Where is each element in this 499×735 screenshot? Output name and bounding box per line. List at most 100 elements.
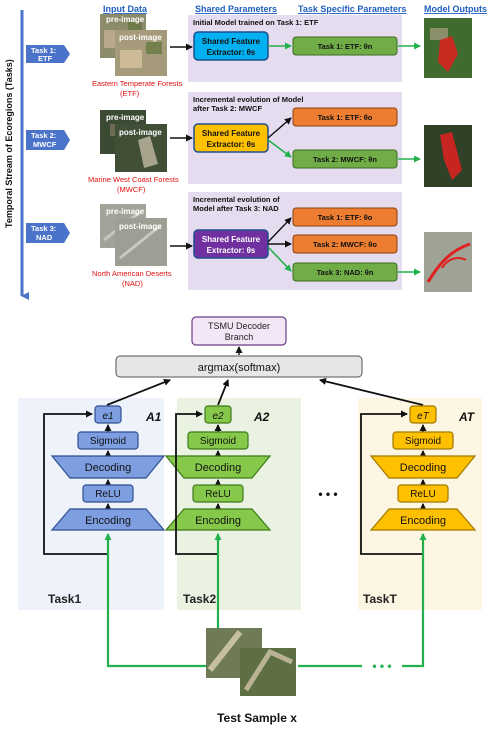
region-abbrev: (ETF) — [120, 89, 140, 98]
task-head — [292, 36, 398, 56]
row-task-1: Task 1: ETF pre-image post-image Eastern… — [26, 14, 472, 98]
skip-connection — [175, 410, 218, 555]
timeline-label: Temporal Stream of Ecoregions (Tasks) — [4, 59, 14, 228]
task-head-3 — [292, 262, 398, 282]
a-label: A1 — [145, 410, 162, 424]
extractor-line2: Extractor: θs — [207, 140, 256, 149]
task-head-label: Task 3: NAD: θn — [317, 268, 374, 277]
row-task-3: Task 3: NAD pre-image post-image North A… — [26, 192, 472, 292]
post-image: post-image — [115, 218, 167, 266]
decoder-line2: Branch — [225, 332, 254, 342]
post-image-label: post-image — [119, 222, 162, 231]
input-line-1 — [104, 533, 210, 668]
task-head-label: Task 1: ETF: θo — [318, 213, 373, 222]
e1-to-argmax — [106, 378, 171, 406]
model-output-image — [424, 18, 472, 78]
e-box — [204, 405, 232, 424]
head-connector-1 — [267, 217, 292, 243]
extractor-line1: Shared Feature — [202, 129, 261, 138]
panel-title-2: after Task 2: MWCF — [193, 104, 262, 113]
task-tag-line1: Task 3: — [31, 224, 56, 233]
e-label: eT — [417, 411, 430, 422]
pre-image-label: pre-image — [106, 15, 145, 24]
extractor-line1: Shared Feature — [202, 37, 261, 46]
relu-label: ReLU — [205, 489, 231, 500]
column-bg-t — [358, 398, 482, 610]
decoder-line1: TSMU Decoder — [208, 321, 270, 331]
header-model-outputs: Model Outputs — [424, 4, 487, 14]
test-sample-images — [206, 628, 296, 696]
column-bg-2 — [177, 398, 301, 610]
header-input-data: Input Data — [103, 4, 148, 14]
post-image: post-image — [115, 30, 167, 76]
decoding-label: Decoding — [195, 462, 241, 474]
task-head-1 — [292, 207, 398, 227]
task-tag-line2: NAD — [36, 233, 53, 242]
e-box — [409, 405, 437, 424]
task-head-2 — [292, 234, 398, 254]
a-label: A2 — [253, 410, 270, 424]
task-tag — [26, 223, 70, 243]
post-image-label: post-image — [119, 128, 162, 137]
decoding-label: Decoding — [85, 462, 131, 474]
region-label: Marine West Coast Forests — [88, 175, 179, 184]
sigmoid-box — [77, 431, 139, 450]
header-task-specific: Task Specific Parameters — [298, 4, 406, 14]
autoencoder-t: eT AT Sigmoid Decoding ReLU Encoding Tas… — [360, 405, 477, 606]
column-bg-1 — [18, 398, 164, 610]
task-label: Task2 — [183, 592, 216, 606]
task-head-label: Task 2: MWCF: θn — [313, 155, 377, 164]
decoding-label: Decoding — [400, 462, 446, 474]
region-abbrev: (MWCF) — [117, 185, 146, 194]
autoencoder-2: e2 A2 Sigmoid Decoding ReLU Encoding Tas… — [164, 405, 272, 606]
relu-box — [192, 484, 244, 503]
e-label: e1 — [102, 411, 113, 422]
panel-title-2: Model after Task 3: NAD — [193, 204, 279, 213]
head-connector-old — [267, 117, 292, 139]
relu-label: ReLU — [410, 489, 436, 500]
region-abbrev: (NAD) — [122, 279, 143, 288]
skip-connection — [360, 410, 423, 555]
relu-label: ReLU — [95, 489, 121, 500]
extractor-line2: Extractor: θs — [207, 246, 256, 255]
region-label: Eastern Temperate Forests — [92, 79, 183, 88]
decoding-shape — [50, 455, 166, 479]
row-task-2: Task 2: MWCF pre-image post-image Marine… — [26, 92, 472, 194]
task-tag-line2: ETF — [38, 54, 53, 63]
encoding-label: Encoding — [85, 515, 131, 527]
task-tag-line2: MWCF — [33, 140, 57, 149]
pre-image-label: pre-image — [106, 207, 145, 216]
panel-title-1: Incremental evolution of — [193, 195, 280, 204]
decoding-shape — [369, 455, 477, 479]
task-label: TaskT — [363, 592, 397, 606]
panel-title-1: Incremental evolution of Model — [193, 95, 303, 104]
relu-box — [82, 484, 134, 503]
argmax-box — [115, 355, 363, 378]
input-line-t — [402, 533, 427, 668]
model-output-image — [424, 232, 472, 292]
sigmoid-box — [187, 431, 249, 450]
et-to-argmax — [319, 378, 424, 406]
header-shared-parameters: Shared Parameters — [195, 4, 277, 14]
test-sample-label: Test Sample x — [217, 711, 297, 725]
post-image: post-image — [115, 124, 167, 172]
post-image-label: post-image — [119, 33, 162, 42]
e2-to-argmax — [217, 379, 230, 406]
sigmoid-box — [392, 431, 454, 450]
a-label: AT — [458, 410, 476, 424]
column-ellipsis: • • • — [318, 487, 337, 501]
encoding-shape — [50, 508, 166, 531]
input-ellipsis: • • • — [372, 659, 391, 673]
encoding-shape — [369, 508, 477, 531]
model-output-image — [424, 125, 472, 187]
task-tag-line1: Task 1: — [31, 46, 56, 55]
extractor-line2: Extractor: θs — [207, 48, 256, 57]
sigmoid-label: Sigmoid — [405, 436, 441, 447]
skip-connection — [43, 410, 108, 555]
encoding-label: Encoding — [400, 515, 446, 527]
decoding-shape — [164, 455, 272, 479]
e-box — [94, 405, 122, 424]
head-connector-3 — [267, 246, 292, 272]
task-head-label: Task 1: ETF: θn — [318, 42, 373, 51]
argmax-label: argmax(softmax) — [198, 362, 281, 374]
